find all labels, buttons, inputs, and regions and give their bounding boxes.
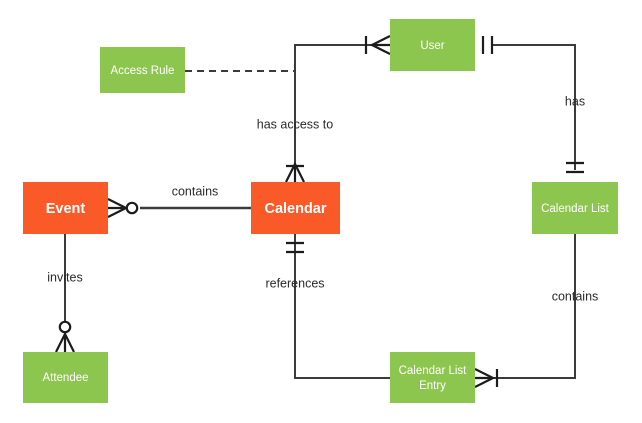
entity-event-box[interactable] — [23, 182, 108, 234]
entity-attendee[interactable]: Attendee — [23, 352, 108, 403]
relationship-label-has-access-to: has access to — [257, 117, 333, 131]
cardinality-one-one-calendar-bottom — [286, 241, 304, 254]
entity-calendar-list-entry[interactable]: Calendar List Entry — [390, 352, 475, 403]
cardinality-many-one-entry-right — [474, 368, 499, 388]
relationship-label-contains-list-entry: contains — [552, 289, 599, 303]
cardinality-one-one-user-right — [481, 36, 494, 54]
entity-calendar-list[interactable]: Calendar List — [532, 182, 618, 234]
cardinality-one-one-calendarlist-top — [566, 161, 584, 174]
entity-access-rule[interactable]: Access Rule — [100, 47, 185, 93]
entity-user-box[interactable] — [390, 19, 475, 71]
entity-user[interactable]: User — [390, 19, 475, 71]
cardinality-one-many-calendar-top — [285, 161, 305, 183]
link-user-calendarlist — [493, 44, 576, 170]
relationship-label-has-user-list: has — [565, 94, 585, 108]
entity-calendar-list-entry-box[interactable] — [390, 352, 475, 403]
relationship-label-contains-event-calendar: contains — [172, 184, 219, 198]
link-calendarlist-entry — [493, 234, 576, 379]
entity-attendee-box[interactable] — [23, 352, 108, 403]
entity-access-rule-box[interactable] — [100, 47, 185, 93]
entity-calendar-list-entry-label-line2: Entry — [419, 380, 446, 392]
cardinality-zero-or-many-attendee — [55, 320, 75, 353]
entity-calendar-box[interactable] — [251, 182, 340, 234]
relationship-label-references: references — [265, 276, 324, 290]
link-user-calendar — [294, 44, 374, 168]
entity-attendee-label: Attendee — [42, 372, 88, 384]
entity-event[interactable]: Event — [23, 182, 108, 234]
link-calendar-entry — [294, 234, 390, 379]
entity-user-label: User — [420, 40, 444, 52]
entity-calendar-list-box[interactable] — [532, 182, 618, 234]
entity-calendar-list-label: Calendar List — [541, 203, 610, 215]
relationship-label-invites: invites — [47, 270, 82, 284]
cardinality-one-many-user-left — [364, 35, 391, 55]
entity-calendar-list-entry-label-line1: Calendar List — [399, 365, 468, 377]
entity-access-rule-label: Access Rule — [111, 65, 175, 77]
entity-calendar[interactable]: Calendar — [251, 182, 340, 234]
cardinality-zero-or-many-event — [107, 198, 139, 218]
entity-calendar-label: Calendar — [264, 201, 326, 217]
entity-event-label: Event — [46, 201, 86, 217]
